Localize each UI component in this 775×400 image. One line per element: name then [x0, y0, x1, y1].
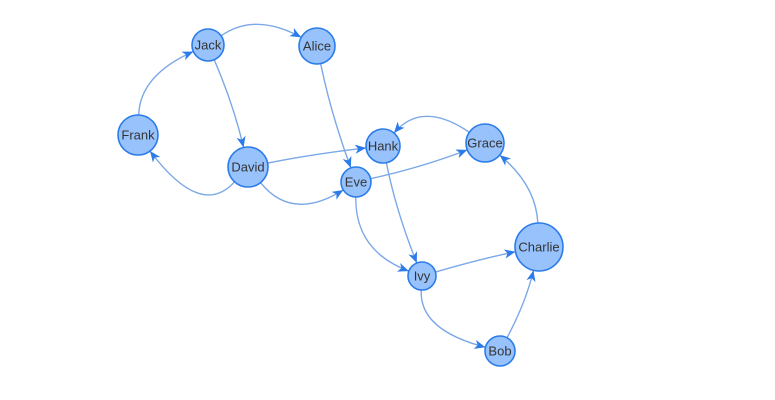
node-circle[interactable] [514, 222, 564, 272]
edge-line [393, 115, 470, 134]
node-david[interactable]: David [227, 146, 269, 188]
edge-ivy-to-charlie [435, 249, 516, 273]
edge-line [420, 289, 486, 348]
arrowhead-icon [342, 156, 352, 168]
edge-line [499, 154, 539, 224]
node-bob[interactable]: Bob [484, 335, 516, 367]
arrowhead-icon [473, 340, 486, 349]
edge-line [385, 162, 418, 264]
edge-frank-to-jack [137, 50, 194, 116]
arrowhead-icon [499, 155, 512, 166]
arrowhead-icon [289, 28, 302, 38]
edge-line [259, 182, 344, 206]
edge-ivy-to-bob [420, 289, 486, 349]
edge-charlie-to-grace [499, 154, 539, 224]
edge-david-to-frank [149, 150, 236, 196]
arrowhead-icon [181, 51, 194, 61]
node-circle[interactable] [227, 146, 269, 188]
arrowhead-icon [354, 144, 367, 154]
edge-line [319, 63, 352, 169]
edge-line [435, 251, 516, 273]
node-hank[interactable]: Hank [365, 128, 401, 164]
node-jack[interactable]: Jack [191, 28, 225, 62]
edge-david-to-eve [259, 182, 344, 206]
node-circle[interactable] [465, 123, 505, 163]
edge-line [149, 150, 236, 196]
node-circle[interactable] [340, 166, 372, 198]
node-circle[interactable] [365, 128, 401, 164]
node-circle[interactable] [298, 27, 336, 65]
edge-hank-to-ivy [385, 162, 418, 264]
edge-line [213, 59, 245, 148]
edge-eve-to-ivy [355, 196, 410, 272]
arrowhead-icon [455, 149, 468, 159]
edge-line [506, 270, 535, 339]
arrowhead-icon [396, 262, 409, 272]
edge-alice-to-eve [319, 63, 352, 169]
arrowhead-icon [408, 251, 417, 264]
edge-line [137, 50, 194, 116]
node-circle[interactable] [117, 114, 159, 156]
node-circle[interactable] [191, 28, 225, 62]
node-circle[interactable] [407, 261, 437, 291]
arrowhead-icon [236, 135, 246, 148]
arrowhead-icon [150, 151, 161, 163]
edge-eve-to-grace [370, 149, 468, 180]
node-ivy[interactable]: Ivy [407, 261, 437, 291]
arrowhead-icon [526, 270, 536, 283]
edge-line [370, 149, 468, 180]
node-charlie[interactable]: Charlie [514, 222, 564, 272]
edge-david-to-hank [267, 144, 367, 164]
node-circle[interactable] [484, 335, 516, 367]
edge-jack-to-david [213, 59, 246, 148]
node-alice[interactable]: Alice [298, 27, 336, 65]
arrowhead-icon [393, 121, 405, 134]
edge-bob-to-charlie [506, 270, 536, 339]
edge-line [220, 23, 302, 38]
node-grace[interactable]: Grace [465, 123, 505, 163]
node-eve[interactable]: Eve [340, 166, 372, 198]
arrowhead-icon [503, 249, 516, 259]
node-frank[interactable]: Frank [117, 114, 159, 156]
edge-grace-to-hank [393, 115, 470, 134]
arrowhead-icon [331, 189, 344, 200]
edge-line [355, 196, 410, 272]
edge-jack-to-alice [220, 23, 302, 38]
edge-line [267, 147, 367, 164]
